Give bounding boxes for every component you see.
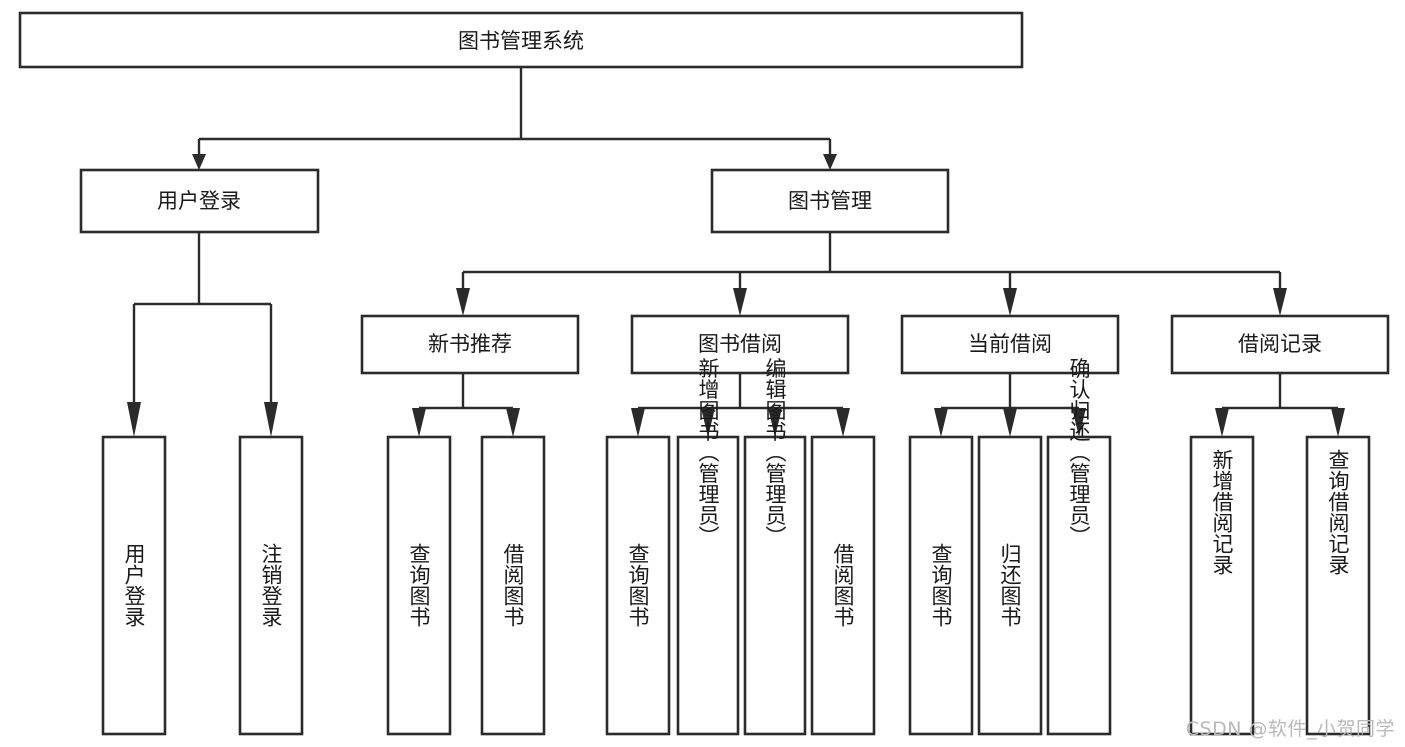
node-book-manage[interactable]: 图书管理 — [710, 168, 950, 234]
node-leaf-add-book-label: 新增图书（管理员） — [696, 358, 720, 547]
arrow-head-query-record — [1331, 408, 1345, 437]
node-book-borrow-label: 图书借阅 — [698, 332, 782, 356]
node-leaf-add-record-label: 新增借阅记录 — [1210, 449, 1234, 575]
node-leaf-query-book-2-label: 查询图书 — [626, 543, 650, 627]
node-new-book-rec-box[interactable] — [360, 314, 580, 375]
node-book-manage-label: 图书管理 — [788, 189, 872, 213]
node-leaf-add-record-box[interactable] — [1189, 435, 1255, 736]
node-leaf-query-book-2[interactable]: 查询图书 — [605, 435, 671, 736]
node-leaf-query-book-1[interactable]: 查询图书 — [386, 435, 452, 736]
node-user-login-box[interactable] — [79, 168, 320, 234]
arrow-head-query-book-1 — [412, 408, 426, 437]
node-book-borrow[interactable]: 图书借阅 — [630, 314, 850, 375]
node-leaf-query-record-label: 查询借阅记录 — [1326, 449, 1350, 575]
node-borrow-record[interactable]: 借阅记录 — [1170, 314, 1390, 375]
arrow-head-user-login — [192, 154, 206, 170]
node-leaf-return-book[interactable]: 归还图书 — [977, 435, 1043, 736]
edge-layer — [127, 67, 1345, 437]
node-new-book-rec-label: 新书推荐 — [428, 332, 512, 356]
node-borrow-record-label: 借阅记录 — [1238, 332, 1322, 356]
node-leaf-add-book[interactable]: 新增图书（管理员） — [676, 358, 740, 736]
node-leaf-logout-label: 注销登录 — [259, 543, 283, 627]
node-leaf-edit-book-box[interactable] — [743, 435, 807, 736]
node-leaf-return-book-box[interactable] — [977, 435, 1043, 736]
node-root[interactable]: 图书管理系统 — [18, 11, 1024, 69]
arrow-head-borrow-record — [1273, 288, 1287, 316]
arrow-head-query-book-3 — [934, 408, 948, 437]
arrow-head-book-borrow — [733, 288, 747, 316]
arrow-head-book-manage — [823, 154, 837, 170]
arrow-head-query-book-2 — [631, 408, 645, 437]
node-root-label: 图书管理系统 — [458, 29, 584, 53]
node-leaf-confirm-return[interactable]: 确认归还（管理员） — [1046, 358, 1112, 736]
arrow-head-confirm-return — [1072, 408, 1086, 437]
arrow-head-return-book — [1003, 408, 1017, 437]
node-current-borrow-box[interactable] — [900, 314, 1120, 375]
node-leaf-logout-box[interactable] — [238, 435, 304, 736]
node-leaf-logout[interactable]: 注销登录 — [238, 435, 304, 736]
node-book-manage-box[interactable] — [710, 168, 950, 234]
arrow-head-borrow-book-2 — [836, 408, 850, 437]
arrow-head-leaf-logout — [264, 402, 278, 437]
node-leaf-borrow-book-1-label: 借阅图书 — [501, 543, 525, 627]
arrow-head-edit-book — [768, 408, 782, 437]
node-borrow-record-box[interactable] — [1170, 314, 1390, 375]
node-leaf-user-login[interactable]: 用户登录 — [101, 435, 167, 736]
node-leaf-add-book-box[interactable] — [676, 435, 740, 736]
node-book-borrow-box[interactable] — [630, 314, 850, 375]
node-leaf-query-book-3-box[interactable] — [908, 435, 974, 736]
arrow-head-borrow-book-1 — [506, 408, 520, 437]
node-new-book-rec[interactable]: 新书推荐 — [360, 314, 580, 375]
node-leaf-edit-book[interactable]: 编辑图书（管理员） — [743, 358, 807, 736]
arrow-head-current-borrow — [1003, 288, 1017, 316]
node-leaf-borrow-book-1-box[interactable] — [480, 435, 546, 736]
node-leaf-borrow-book-2[interactable]: 借阅图书 — [810, 435, 876, 736]
node-leaf-query-book-1-box[interactable] — [386, 435, 452, 736]
node-leaf-query-record[interactable]: 查询借阅记录 — [1305, 435, 1371, 736]
node-leaf-query-book-2-box[interactable] — [605, 435, 671, 736]
node-user-login-label: 用户登录 — [157, 189, 241, 213]
node-leaf-query-book-3-label: 查询图书 — [929, 543, 953, 627]
node-user-login[interactable]: 用户登录 — [79, 168, 320, 234]
node-root-box[interactable] — [18, 11, 1024, 69]
node-leaf-user-login-box[interactable] — [101, 435, 167, 736]
node-current-borrow[interactable]: 当前借阅 — [900, 314, 1120, 375]
node-leaf-borrow-book-2-box[interactable] — [810, 435, 876, 736]
node-leaf-confirm-return-label: 确认归还（管理员） — [1067, 358, 1091, 547]
node-leaf-edit-book-label: 编辑图书（管理员） — [763, 358, 787, 547]
node-leaf-return-book-label: 归还图书 — [998, 543, 1022, 627]
node-leaf-query-book-1-label: 查询图书 — [407, 543, 431, 627]
arrow-head-leaf-user-login — [127, 402, 141, 437]
node-leaf-add-record[interactable]: 新增借阅记录 — [1189, 435, 1255, 736]
node-current-borrow-label: 当前借阅 — [968, 332, 1052, 356]
node-leaf-query-record-box[interactable] — [1305, 435, 1371, 736]
node-leaf-confirm-return-box[interactable] — [1046, 435, 1112, 736]
arrow-head-new-book-rec — [456, 288, 470, 316]
arrow-head-add-record — [1215, 408, 1229, 437]
node-leaf-borrow-book-2-label: 借阅图书 — [831, 543, 855, 627]
node-leaf-borrow-book-1[interactable]: 借阅图书 — [480, 435, 546, 736]
node-leaf-user-login-label: 用户登录 — [122, 543, 146, 627]
arrow-head-add-book — [701, 408, 715, 437]
node-leaf-query-book-3[interactable]: 查询图书 — [908, 435, 974, 736]
